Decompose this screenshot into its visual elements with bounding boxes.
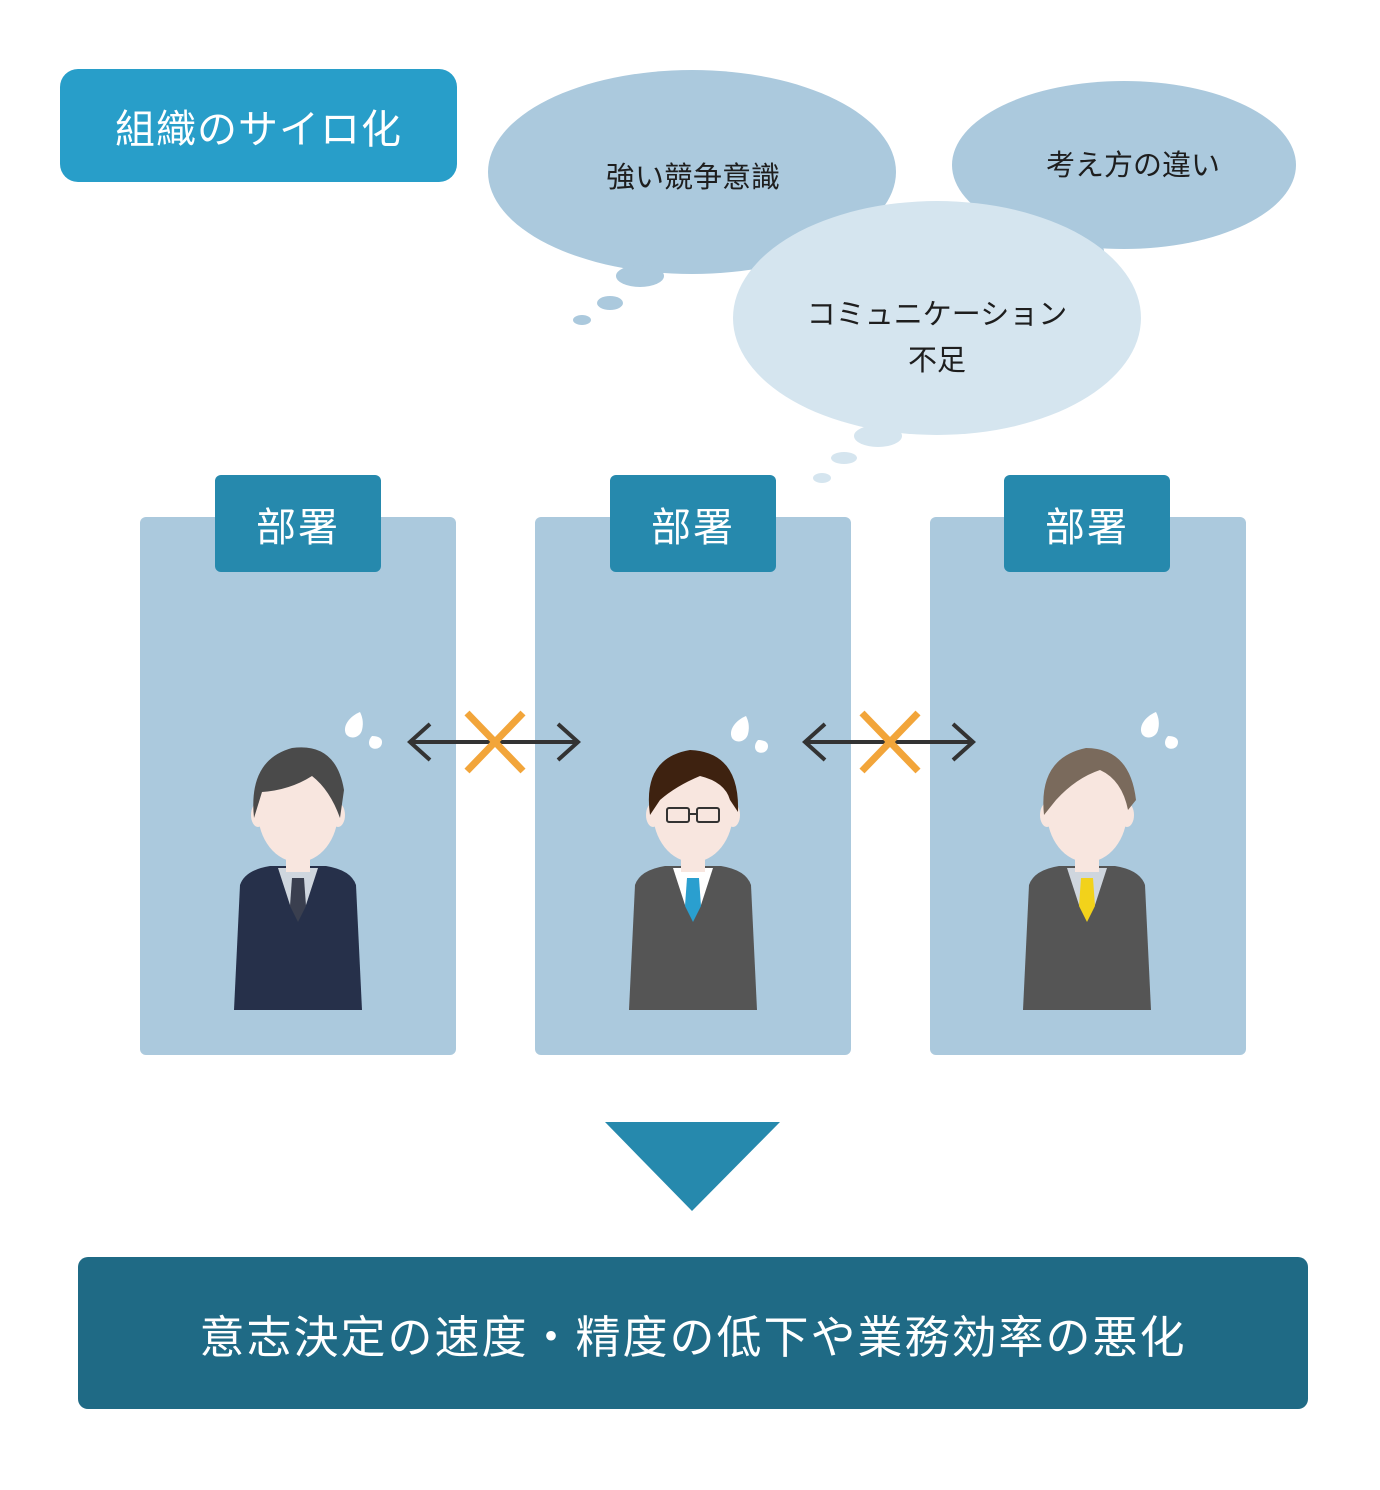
thought-trail-dot	[573, 315, 591, 325]
bubble-text-competition: 強い競争意識	[605, 160, 780, 194]
thought-trail-dot	[813, 473, 831, 483]
diagram-title: 組織のサイロ化	[60, 69, 457, 182]
person-1	[234, 712, 382, 1010]
result-box: 意志決定の速度・精度の低下や業務効率の悪化	[78, 1257, 1308, 1409]
bubble-text-different-thinking: 考え方の違い	[1045, 148, 1220, 182]
thought-trail-dot	[597, 296, 623, 310]
bubble-text-communication-shortage: 不足	[907, 343, 966, 377]
person-2	[629, 716, 768, 1010]
department-label-1: 部署	[215, 475, 381, 572]
blocked-arrow-1-2	[407, 710, 581, 774]
thought-trail-dot	[616, 265, 664, 287]
department-label-3: 部署	[1004, 475, 1170, 572]
cross-mark	[859, 710, 921, 774]
thought-trail-dot	[854, 425, 902, 447]
blocked-arrow-2-3	[802, 710, 976, 774]
bubble-text-communication: コミュニケーション	[806, 297, 1068, 331]
thought-bubble-competition	[488, 70, 896, 274]
department-label-2: 部署	[610, 475, 776, 572]
down-arrow-triangle	[605, 1122, 780, 1211]
thought-bubble-communication	[733, 201, 1141, 435]
thought-bubble-different-thinking	[952, 81, 1296, 249]
person-3	[1023, 712, 1178, 1010]
cross-mark	[464, 710, 526, 774]
thought-trail-dot	[831, 452, 857, 464]
